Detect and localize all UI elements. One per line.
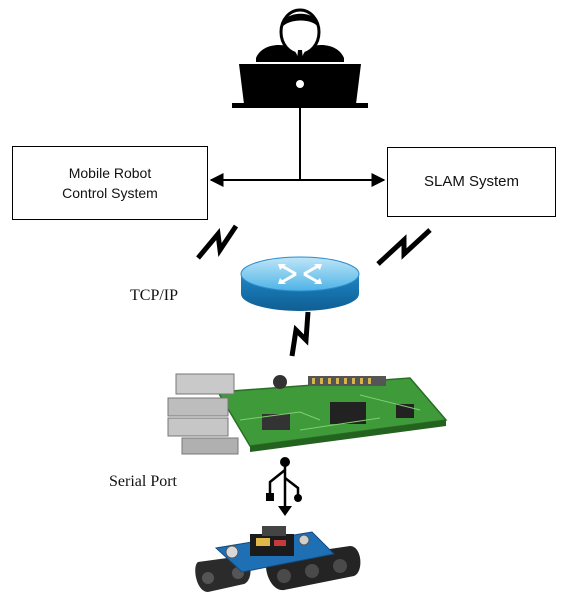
wireless-link-right-icon (376, 228, 432, 266)
raspberry-pi-board-icon (167, 373, 448, 455)
mobile-robot-control-line2: Control System (62, 185, 158, 201)
router-icon (240, 256, 360, 311)
wireless-link-bottom-icon (289, 311, 311, 357)
user-with-laptop-icon (232, 8, 368, 108)
mobile-robot-control-system-box: Mobile Robot Control System (12, 146, 208, 220)
slam-system-box: SLAM System (387, 147, 556, 217)
user-connector (209, 108, 386, 187)
wireless-link-left-icon (196, 224, 239, 260)
usb-icon (266, 457, 302, 516)
mobile-robot-control-line1: Mobile Robot (68, 164, 152, 181)
tcp-ip-label: TCP/IP (130, 287, 179, 304)
slam-system-label: SLAM System (423, 173, 520, 191)
tracked-robot-icon (195, 526, 361, 592)
serial-port-label: Serial Port (109, 473, 177, 490)
